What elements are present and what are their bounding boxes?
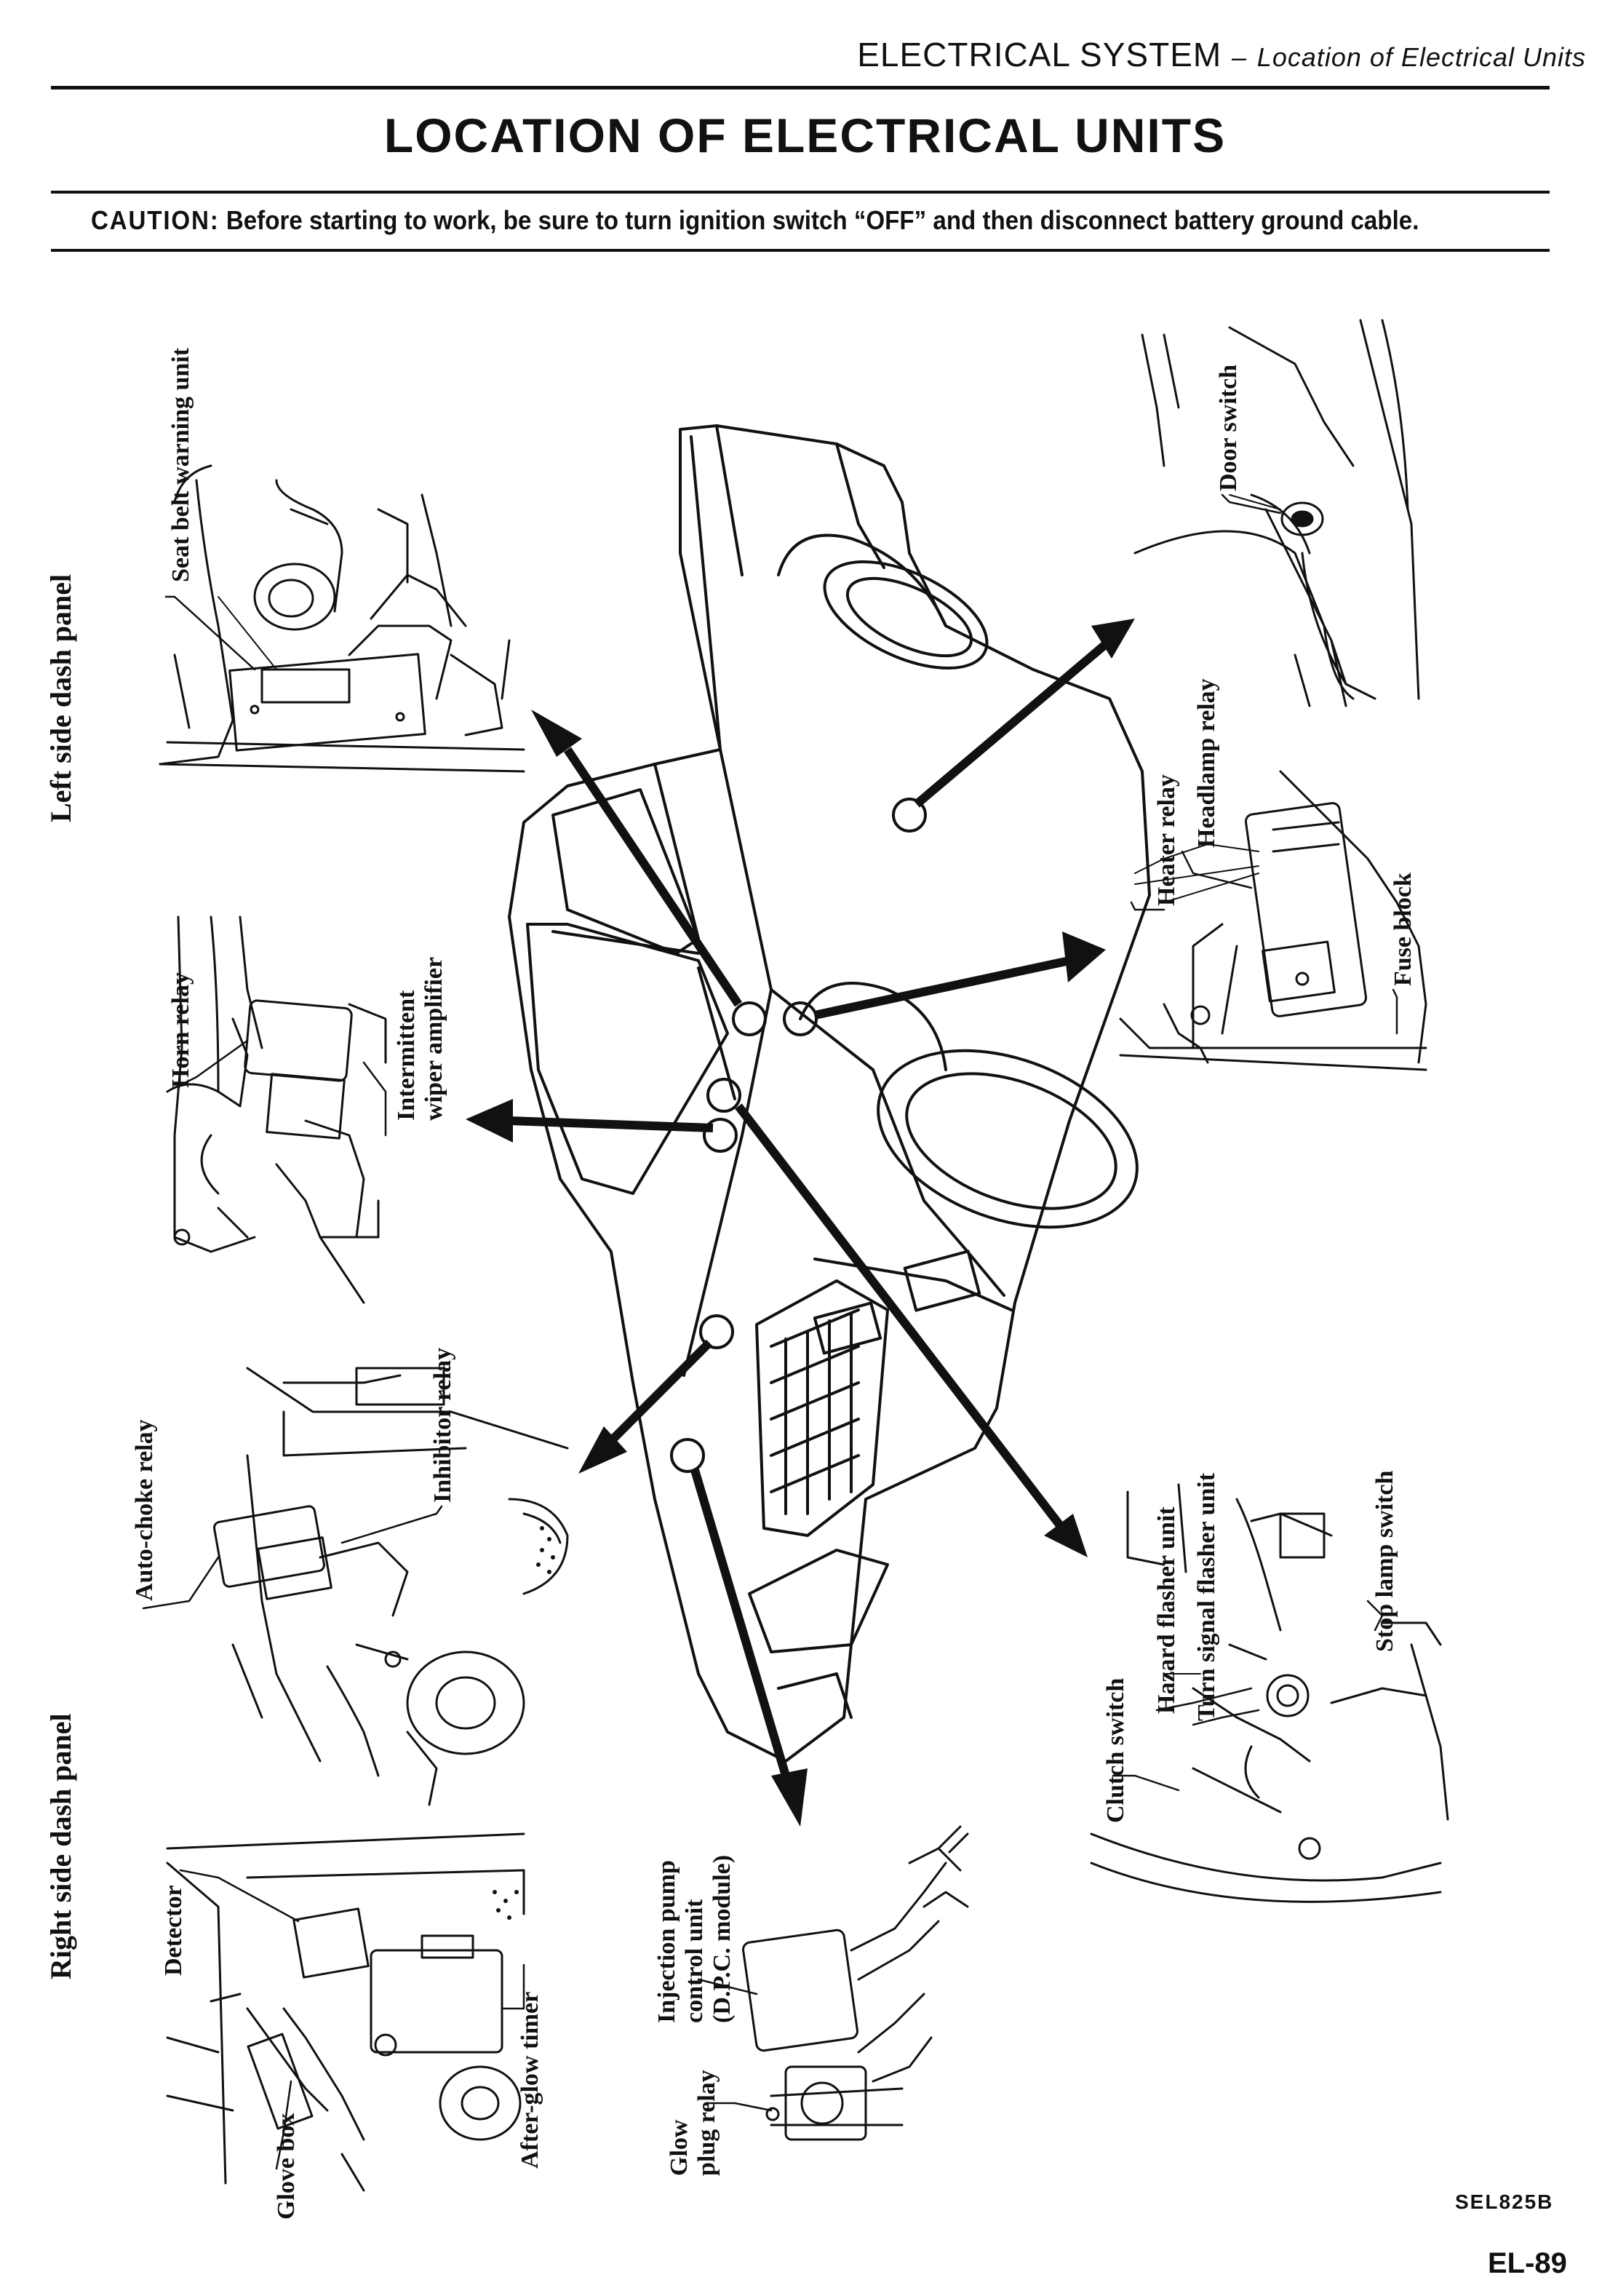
injection-pump-inset: [742, 1825, 969, 2141]
heater-relay-label: Heater relay: [1153, 774, 1180, 906]
intermittent-wiper-amplifier-label: Intermittent wiper amplifier: [393, 957, 448, 1121]
injection-pump-control-unit-label: Injection pump control unit (D.P.C. modu…: [653, 1855, 736, 2023]
fuse-block-label: Fuse block: [1390, 873, 1416, 986]
fuse-block-inset: [1119, 770, 1427, 1071]
arrow-seat-belt: [564, 747, 742, 1007]
flasher-inset: [1090, 1483, 1449, 1903]
header-separator: –: [1231, 42, 1248, 72]
pointer-arrows: [509, 640, 1109, 1777]
horn-relay-label: Horn relay: [167, 972, 194, 1088]
inhibitor-relay-label: Inhibitor relay: [429, 1347, 456, 1503]
auto-choke-relay-label: Auto-choke relay: [131, 1419, 158, 1601]
hazard-flasher-unit-label: Hazard flasher unit: [1153, 1506, 1180, 1714]
header-subsection: Location of Electrical Units: [1256, 42, 1586, 72]
caution-bottom-rule: [51, 249, 1550, 252]
header-section: ELECTRICAL SYSTEM: [857, 36, 1222, 74]
auto-choke-inset: [213, 1367, 569, 1806]
injection-pump-line-1: Injection pump: [653, 1860, 680, 2023]
page-number: EL-89: [1488, 2247, 1567, 2279]
arrow-horn-relay: [509, 1116, 714, 1132]
seat-belt-warning-unit-label: Seat belt warning unit: [167, 347, 194, 582]
stop-lamp-switch-label: Stop lamp switch: [1371, 1470, 1398, 1652]
injection-pump-line-2: control unit: [681, 1899, 708, 2023]
intermittent-wiper-amplifier-line-2: wiper amplifier: [421, 956, 447, 1121]
glow-plug-relay-line-1: Glow: [666, 2119, 693, 2176]
arrow-inhibitor: [607, 1339, 713, 1445]
arrow-heads: [466, 619, 1135, 1827]
arrow-fuse-block: [813, 956, 1071, 1020]
injection-pump-line-3: (D.P.C. module): [709, 1854, 736, 2023]
turn-signal-flasher-unit-label: Turn signal flasher unit: [1193, 1472, 1220, 1721]
car-body: [508, 424, 1151, 1763]
glow-plug-relay-line-2: plug relay: [693, 2070, 720, 2176]
page-title: LOCATION OF ELECTRICAL UNITS: [383, 108, 1227, 162]
intermittent-wiper-amplifier-line-1: Intermittent: [393, 990, 420, 1121]
arrow-glow: [690, 1469, 790, 1777]
leader-lines: [142, 493, 1398, 2170]
right-side-dash-panel-label: Right side dash panel: [44, 1713, 77, 1979]
caution-text: Before starting to work, be sure to turn…: [226, 205, 1419, 235]
glove-box-label: Glove box: [273, 2113, 300, 2220]
figure-code: SEL825B: [1455, 2190, 1554, 2213]
location-markers: [670, 798, 927, 1473]
after-glow-timer-label: After-glow timer: [517, 1991, 543, 2169]
door-switch-label: Door switch: [1215, 364, 1242, 491]
arrow-flasher: [735, 1103, 1066, 1531]
door-switch-inset: [1133, 319, 1420, 707]
horn-relay-inset: [166, 915, 387, 1304]
glow-plug-relay-label: Glow plug relay: [666, 2070, 721, 2176]
caution-top-rule: [51, 191, 1550, 194]
headlamp-relay-label: Headlamp relay: [1193, 678, 1220, 848]
header-rule: [51, 86, 1550, 90]
clutch-switch-label: Clutch switch: [1102, 1677, 1129, 1823]
arrow-door-switch: [914, 640, 1109, 808]
caution-label: CAUTION:: [91, 205, 220, 235]
detector-inset: [166, 1832, 525, 2192]
left-side-dash-panel-label: Left side dash panel: [44, 573, 77, 822]
seat-belt-inset: [159, 464, 525, 773]
caution-notice: CAUTION: Before starting to work, be sur…: [91, 205, 1419, 236]
running-header: ELECTRICAL SYSTEM – Location of Electric…: [822, 35, 1586, 74]
detector-label: Detector: [160, 1885, 187, 1976]
